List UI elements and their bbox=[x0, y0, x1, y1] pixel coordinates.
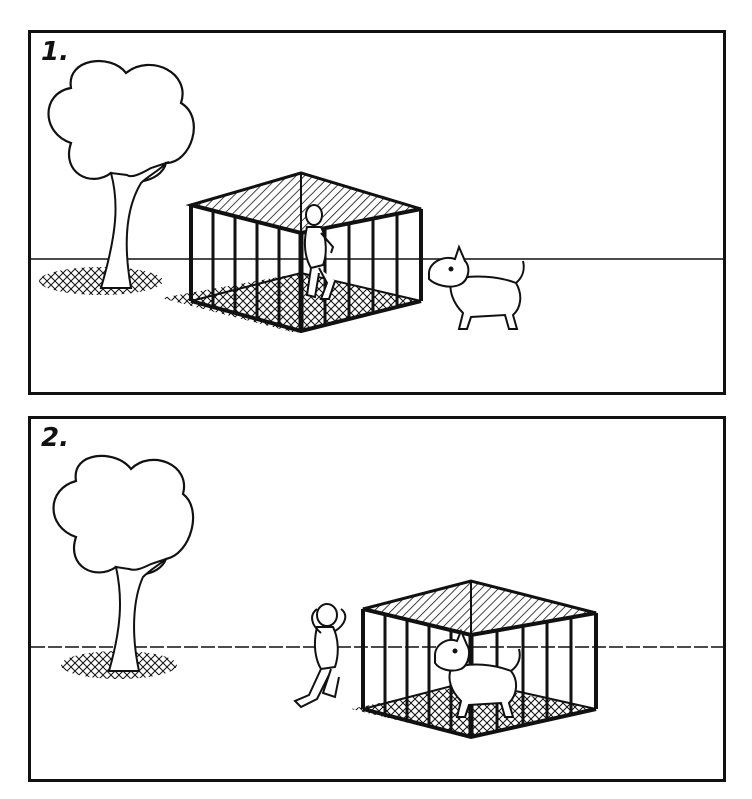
tree-trunk bbox=[99, 160, 170, 289]
comic-panel-2: 2. bbox=[28, 416, 726, 782]
tree-trunk bbox=[107, 558, 167, 672]
panel-number: 2. bbox=[41, 423, 69, 453]
dog-body bbox=[448, 663, 517, 718]
panel-1-illustration bbox=[31, 59, 723, 334]
dog-head bbox=[434, 628, 470, 672]
dog-in-cage bbox=[434, 628, 521, 718]
cage-roof bbox=[362, 579, 597, 637]
comic-panel-1: 1. bbox=[28, 30, 726, 395]
tree bbox=[52, 454, 194, 679]
tree-shadow bbox=[39, 267, 163, 295]
dog bbox=[428, 244, 525, 330]
panel-2-illustration bbox=[31, 454, 723, 740]
tree-canopy bbox=[47, 59, 195, 183]
dog-body bbox=[449, 275, 522, 330]
cage bbox=[185, 171, 423, 334]
dog-head bbox=[428, 244, 470, 288]
tree-canopy bbox=[52, 454, 194, 576]
tree bbox=[39, 59, 195, 295]
cage bbox=[361, 579, 598, 740]
dog-tail bbox=[515, 260, 525, 284]
person-head bbox=[305, 204, 323, 226]
person bbox=[293, 603, 347, 709]
panel-number: 1. bbox=[41, 37, 69, 67]
person-head bbox=[316, 603, 338, 627]
cage-shadow bbox=[161, 273, 421, 333]
person-in-cage bbox=[303, 204, 336, 300]
dog-tail bbox=[510, 648, 521, 672]
cage-roof bbox=[185, 171, 422, 235]
